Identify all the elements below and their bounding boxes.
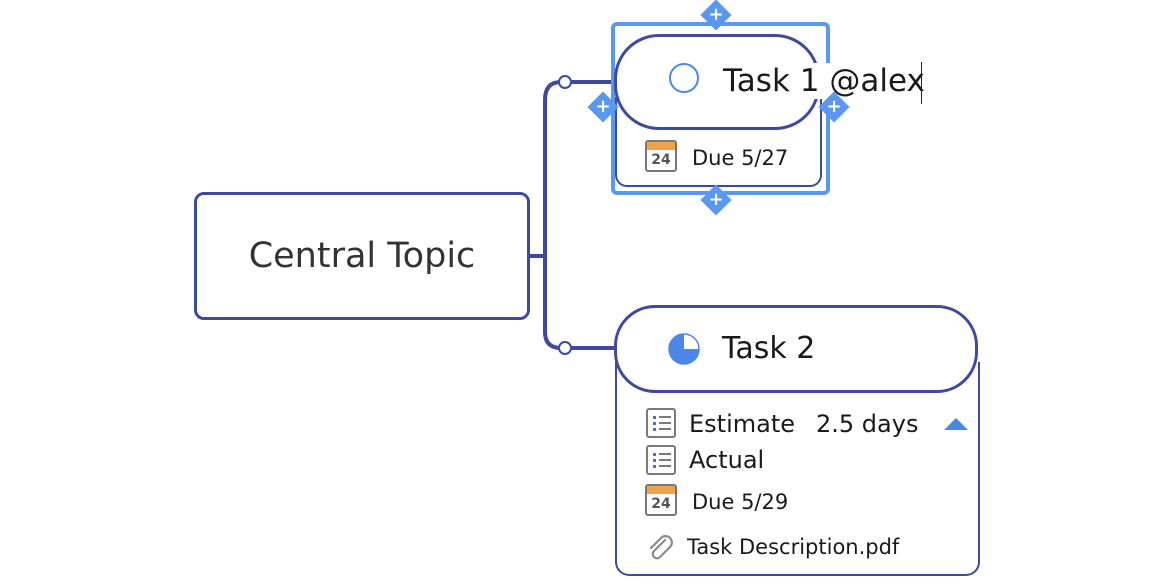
task2-topic[interactable] xyxy=(614,305,978,393)
empty-circle-icon[interactable] xyxy=(669,63,699,93)
list-icon xyxy=(646,408,676,438)
pie-progress-icon[interactable] xyxy=(668,333,700,365)
calendar-icon: 24 xyxy=(645,484,677,516)
plus-icon: + xyxy=(708,4,724,25)
add-topic-left-handle[interactable]: + xyxy=(587,91,619,123)
plus-icon: + xyxy=(708,189,724,210)
collapse-triangle-icon[interactable] xyxy=(944,418,968,430)
list-icon xyxy=(646,445,676,475)
estimate-label[interactable]: Estimate xyxy=(689,410,796,438)
estimate-value[interactable]: 2.5 days xyxy=(816,410,919,438)
connector-node-task1[interactable] xyxy=(558,75,572,89)
plus-icon: + xyxy=(595,96,611,117)
add-topic-bottom-handle[interactable]: + xyxy=(700,184,732,216)
paperclip-icon xyxy=(649,535,673,560)
plus-icon: + xyxy=(826,96,842,117)
calendar-icon: 24 xyxy=(645,140,677,172)
central-topic-label: Central Topic xyxy=(248,236,476,276)
task2-due-date[interactable]: Due 5/29 xyxy=(692,490,789,514)
central-topic[interactable]: Central Topic xyxy=(194,192,530,320)
attachment-link[interactable]: Task Description.pdf xyxy=(687,535,900,559)
actual-label[interactable]: Actual xyxy=(689,446,765,474)
task2-title[interactable]: Task 2 xyxy=(722,331,816,366)
task1-title[interactable]: Task 1 @alex xyxy=(723,63,927,99)
add-topic-top-handle[interactable]: + xyxy=(700,0,732,31)
text-cursor xyxy=(921,62,922,104)
connector-node-task2[interactable] xyxy=(558,341,572,355)
add-topic-right-handle[interactable]: + xyxy=(818,91,850,123)
task1-due-date[interactable]: Due 5/27 xyxy=(692,146,789,170)
